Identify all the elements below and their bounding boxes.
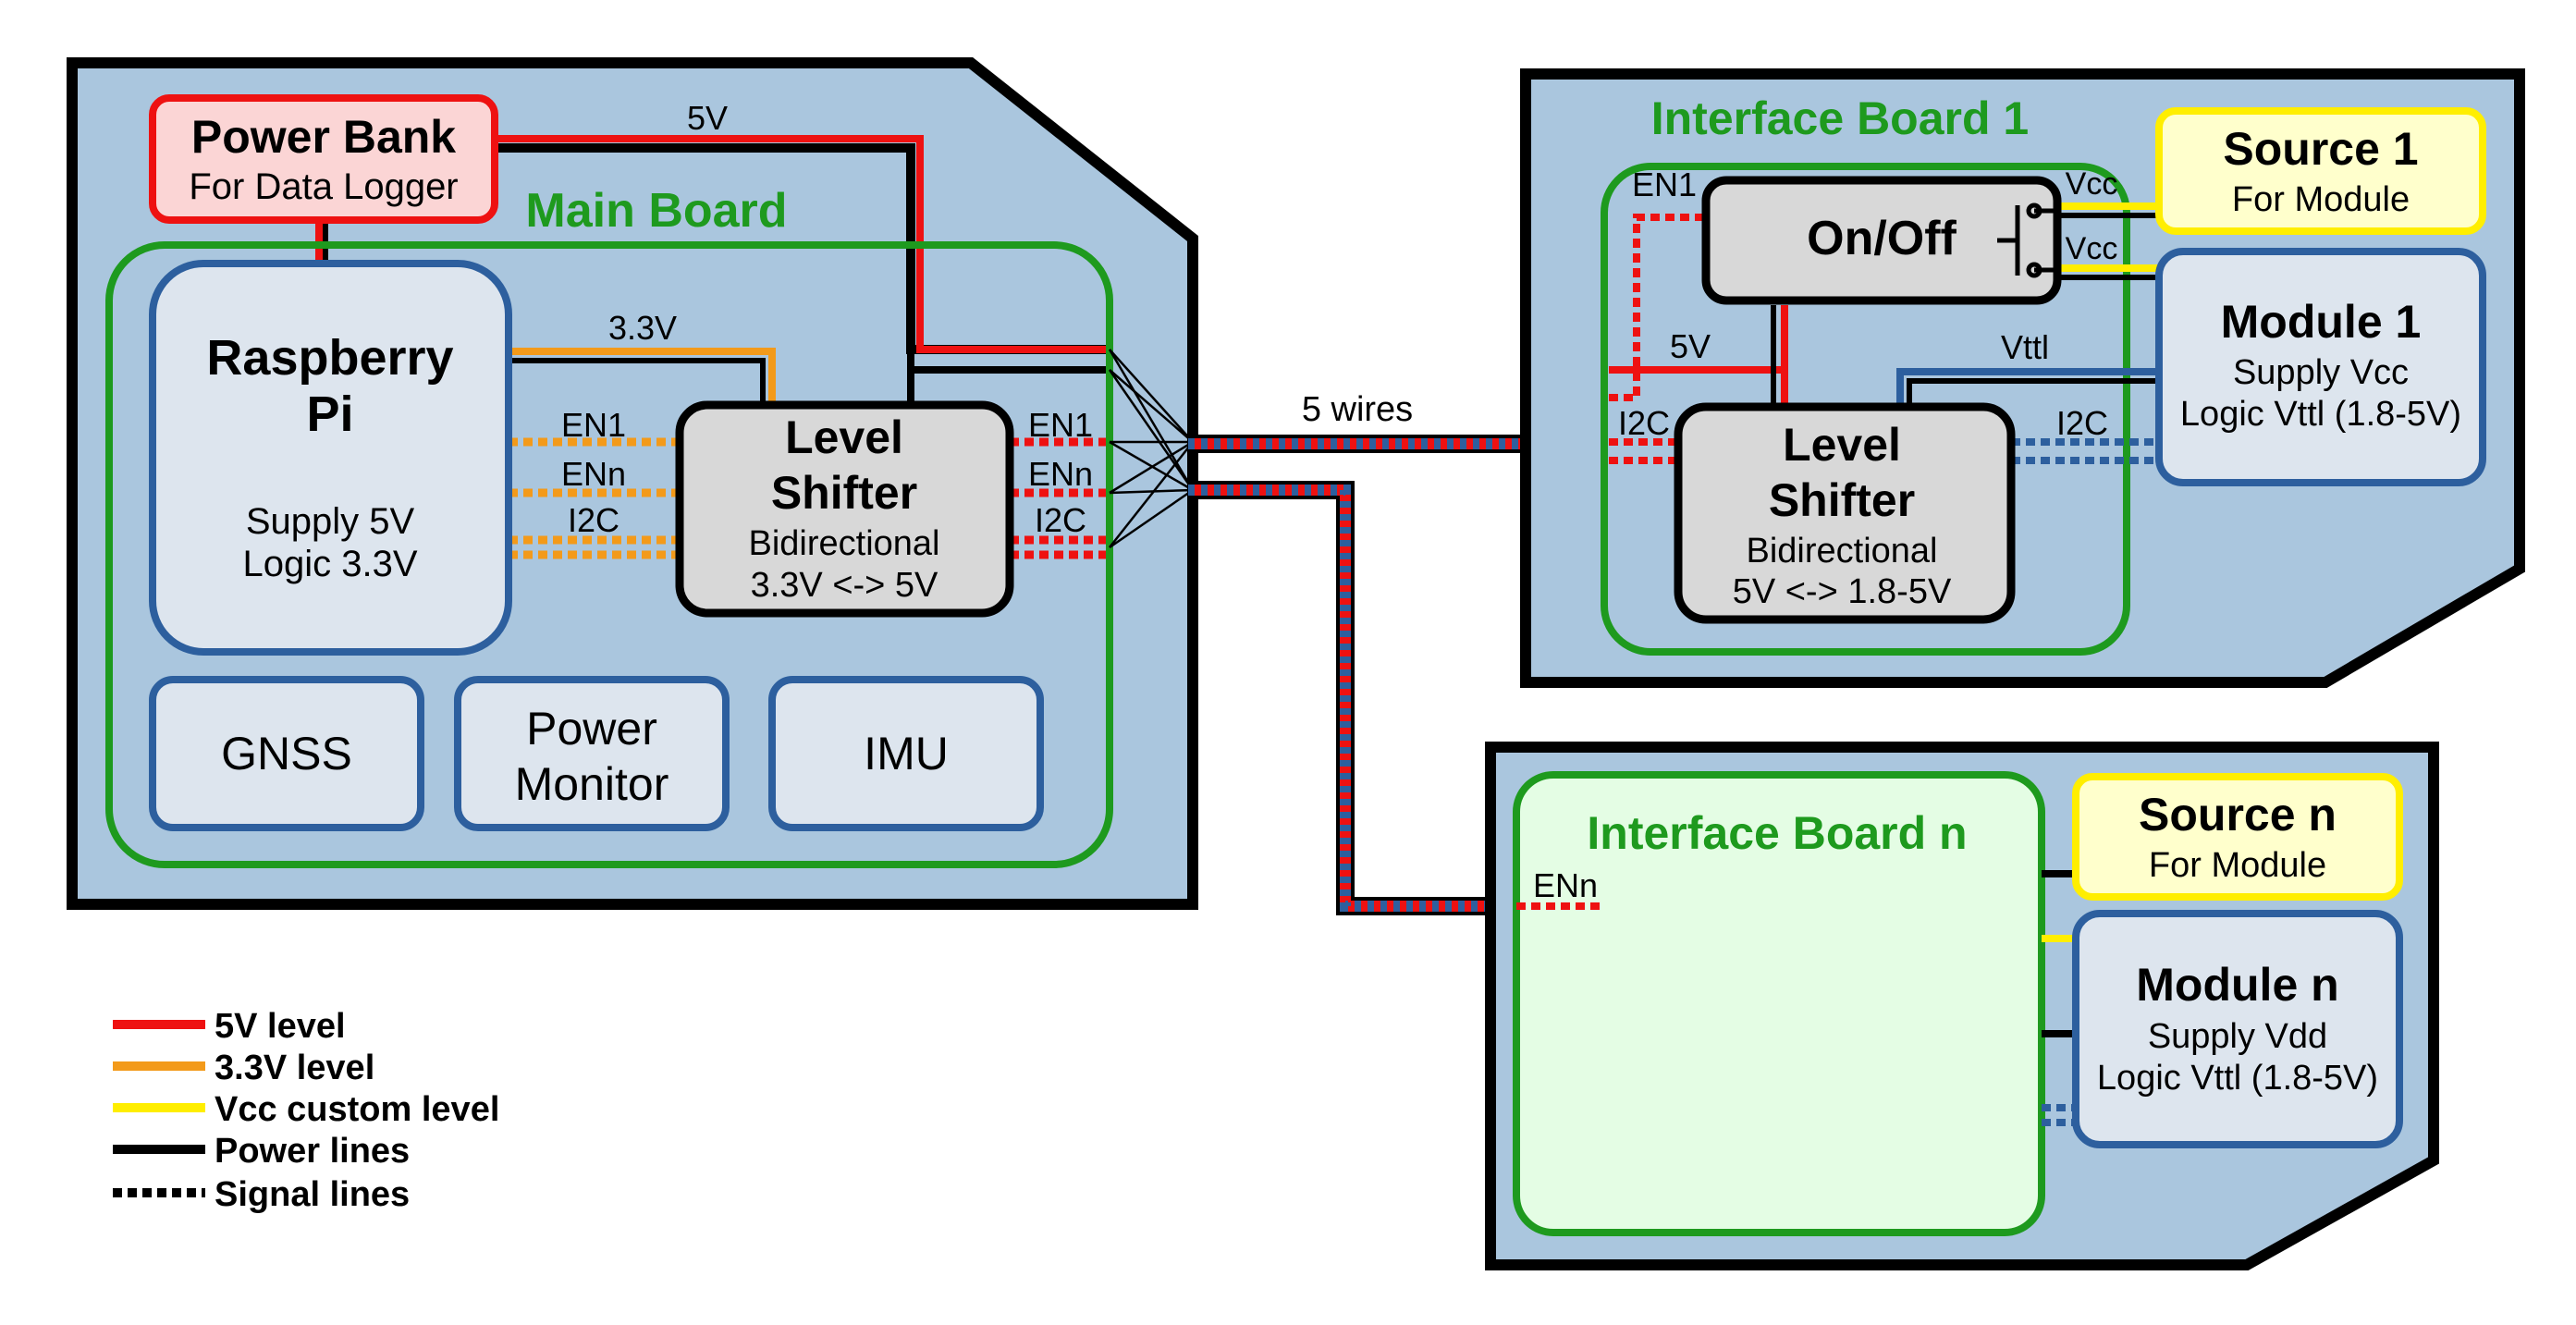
module-1-line-1: Supply Vcc [2233,353,2409,392]
ib1-en1-label: EN1 [1632,166,1697,203]
main-level-shifter-box [675,400,1014,618]
legend-label-5v: 5V level [215,1007,346,1046]
module-n-line-1: Supply Vdd [2148,1017,2327,1056]
raspberry-pi-title-1: Raspberry [206,330,453,386]
power-bank-box [149,94,498,224]
main-level-shifter-line-2: 3.3V <-> 5V [751,566,938,605]
power-monitor-box [454,676,730,831]
ib1-vttl-label: Vttl [2001,328,2049,366]
power-bank-title: Power Bank [191,111,456,163]
module-n-box [2072,910,2403,1148]
interface-board-1-wires [1609,202,2164,464]
interface-board-1-frame [1601,163,2130,656]
gnss-box [149,676,424,831]
right-signal-i2c: I2C [1035,501,1086,539]
module-1-title: Module 1 [2221,296,2422,348]
power-bank-subtitle: For Data Logger [189,166,458,207]
source-1-box [2155,107,2486,235]
ib1-i2c-left-label: I2C [1618,404,1670,442]
right-signal-en1: EN1 [1028,406,1093,444]
left-signal-enn: ENn [561,455,626,493]
module-n-line-2: Logic Vttl (1.8-5V) [2097,1059,2378,1098]
raspberry-pi-line-1: Supply 5V [246,501,415,542]
raspberry-pi-line-2: Logic 3.3V [242,544,417,584]
bus-label: 5 wires [1302,390,1413,429]
legend-label-signal: Signal lines [215,1175,410,1214]
main-level-shifter-title-1: Level [785,411,903,463]
left-signal-i2c: I2C [568,501,619,539]
module-1-line-2: Logic Vttl (1.8-5V) [2180,395,2461,434]
legend-label-3v3: 3.3V level [215,1049,374,1087]
source-n-title: Source n [2139,789,2337,840]
onoff-box [1701,176,2062,305]
source-1-title: Source 1 [2223,123,2418,175]
source-n-subtitle: For Module [2149,846,2326,885]
ib1-level-shifter-title-2: Shifter [1769,474,1915,526]
ibn-enn-label: ENn [1533,866,1598,904]
ib1-level-shifter-title-1: Level [1783,419,1901,471]
gnss-label: GNSS [221,728,352,779]
module-n-title: Module n [2136,959,2338,1011]
legend-label-vcc: Vcc custom level [215,1090,499,1129]
ib1-level-shifter-box [1674,402,2016,624]
ib1-level-shifter-line-2: 5V <-> 1.8-5V [1733,572,1952,611]
ib1-level-shifter-line-1: Bidirectional [1747,532,1938,570]
vcc-top-label: Vcc [2066,166,2118,202]
power-monitor-label-2: Monitor [515,758,669,810]
module-1-box [2155,248,2486,486]
wire-3v3-label: 3.3V [608,309,677,347]
ib1-5v-label: 5V [1670,327,1711,365]
interface-board-n-frame [1513,771,2045,1236]
imu-box [768,676,1044,831]
main-board-title: Main Board [525,184,787,238]
ib1-i2c-right-label: I2C [2056,404,2108,442]
switch-icon [1997,202,2057,278]
source-n-box [2072,773,2403,901]
raspberry-pi-title-2: Pi [306,386,353,442]
left-signal-en1: EN1 [561,406,626,444]
main-board-frame [105,241,1113,868]
main-level-shifter-title-2: Shifter [771,467,917,519]
cable-bundle [1108,349,1610,915]
main-level-shifter-line-1: Bidirectional [749,524,940,563]
source-1-subtitle: For Module [2232,180,2410,219]
imu-label: IMU [864,728,949,779]
vcc-bottom-label: Vcc [2066,231,2118,266]
interface-board-1-title: Interface Board 1 [1651,92,2029,144]
onoff-label: On/Off [1807,212,1957,265]
legend: 5V level 3.3V level Vcc custom level Pow… [113,1007,499,1214]
legend-label-power: Power lines [215,1132,410,1171]
raspberry-pi-box [149,260,512,656]
interface-board-n-title: Interface Board n [1587,807,1967,859]
right-signal-enn: ENn [1028,455,1093,493]
power-monitor-label-1: Power [526,703,657,755]
wire-5v-label: 5V [687,99,728,137]
